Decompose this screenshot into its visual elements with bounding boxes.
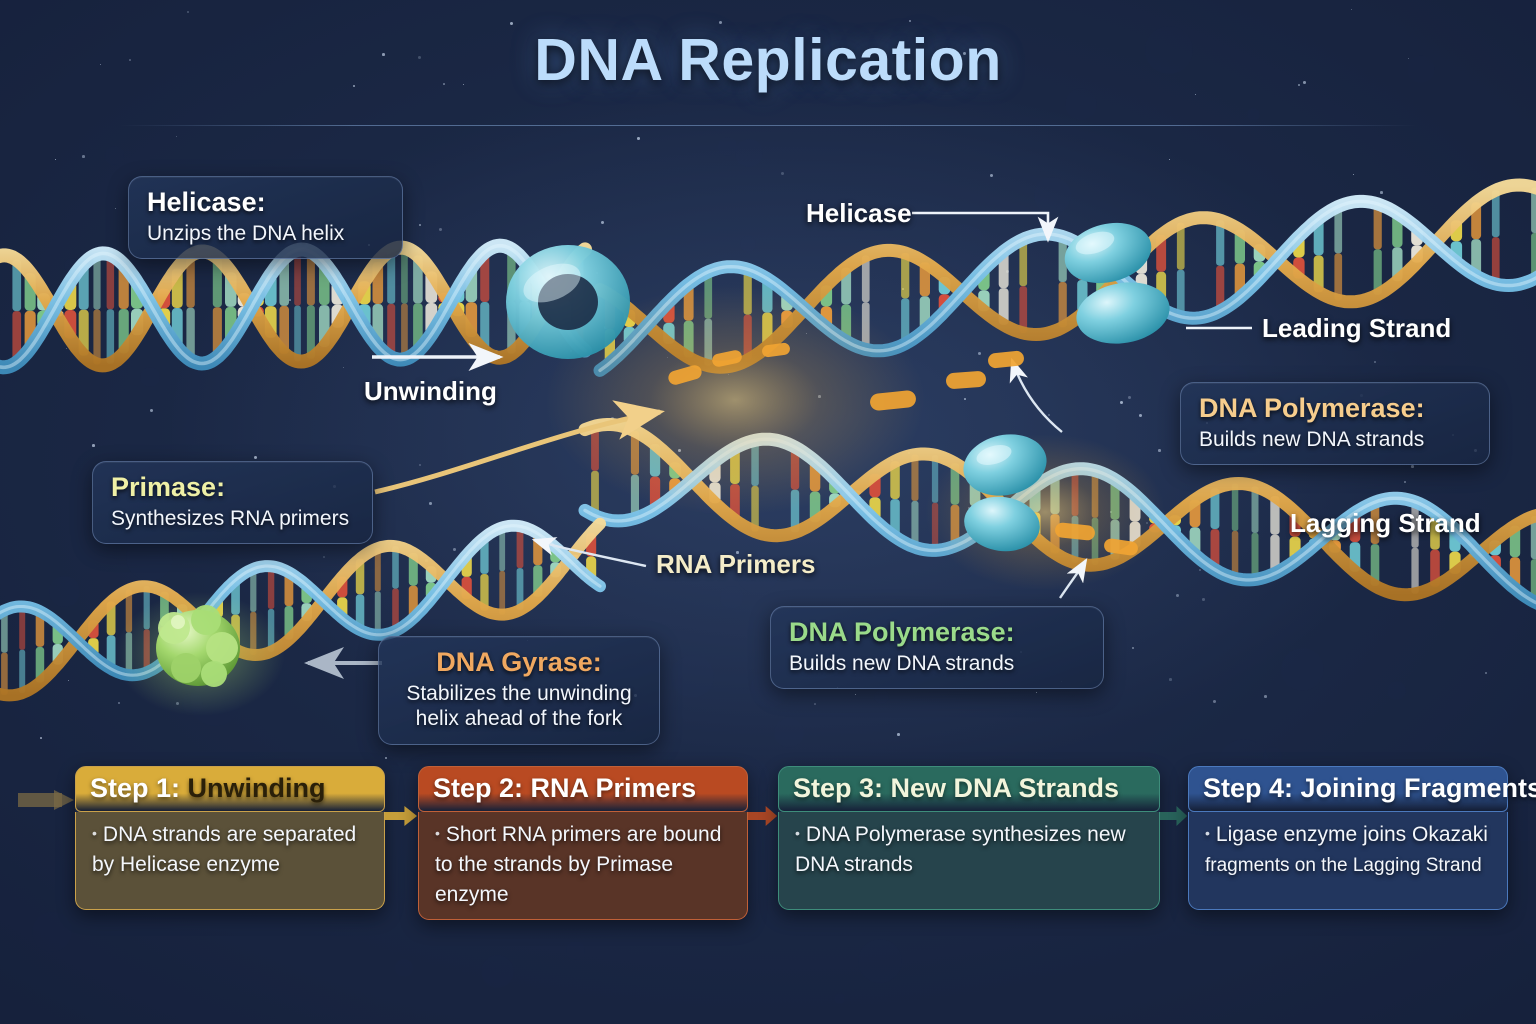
step-4-card-body-line-1: Ligase enzyme joins Okazaki bbox=[1215, 823, 1488, 846]
primase-leader-line bbox=[374, 400, 665, 495]
steps-strip: Step 1: Unwinding•DNA strands are separa… bbox=[0, 766, 1536, 921]
step-4-card[interactable]: Step 4: Joining Fragments • Ligase enzyme … bbox=[1188, 766, 1536, 910]
step-4-card-heading: Step 4: Joining Fragments bbox=[1188, 766, 1536, 812]
step-1-card-heading: Step 1: Unwinding bbox=[75, 766, 385, 812]
page-title-wrap: DNA Replication bbox=[0, 26, 1536, 94]
dna-polymerase-enzyme-leading bbox=[1064, 222, 1170, 344]
step-connector-arrow-3 bbox=[1160, 804, 1188, 828]
label-helicase: Helicase bbox=[806, 198, 912, 228]
helicase-callout-subtitle: Unzips the DNA helix bbox=[147, 221, 345, 245]
steps-entry-arrow bbox=[18, 790, 74, 810]
dna-gyrase-callout: DNA Gyrase: Stabilizes the unwinding heli… bbox=[378, 636, 660, 746]
label-rna-primers: RNA Primers bbox=[656, 549, 816, 579]
label-leading-strand: Leading Strand bbox=[1262, 313, 1452, 343]
step-2-card-body: •Short RNA primers are bound to the stra… bbox=[418, 812, 748, 921]
step-3-card-body-text: DNA Polymerase synthesizes new DNA stran… bbox=[795, 823, 1126, 876]
label-lagging-strand: Lagging Strand bbox=[1290, 508, 1481, 538]
primase-callout-title: Primase: bbox=[111, 472, 226, 502]
dna-polymerase-callout-left-subtitle: Builds new DNA strands bbox=[789, 651, 1015, 675]
helicase-enzyme-ring bbox=[506, 245, 630, 359]
primase-callout: Primase: Synthesizes RNA primers bbox=[92, 461, 373, 545]
step-3-card-heading: Step 3: New DNA Strands bbox=[778, 766, 1160, 812]
polymerase-right-leader-line bbox=[1009, 357, 1063, 433]
step-2-card[interactable]: Step 2: RNA Primers•Short RNA primers ar… bbox=[418, 766, 748, 921]
label-unwinding: Unwinding bbox=[364, 376, 497, 406]
dna-gyrase-enzyme bbox=[115, 592, 285, 716]
rna-primers-leader-line bbox=[531, 537, 647, 568]
helicase-leader-line bbox=[912, 211, 1059, 243]
primase-callout-subtitle: Synthesizes RNA primers bbox=[111, 506, 350, 530]
step-2-card-heading: Step 2: RNA Primers bbox=[418, 766, 748, 812]
step-3-card[interactable]: Step 3: New DNA Strands•DNA Polymerase s… bbox=[778, 766, 1160, 910]
bullet-icon: • bbox=[795, 825, 800, 841]
step-1-card-heading-prefix: Step 1: bbox=[90, 773, 181, 803]
bullet-icon: • bbox=[92, 825, 97, 841]
step-1-card-body-text: DNA strands are separated by Helicase en… bbox=[92, 823, 357, 876]
title-divider bbox=[120, 125, 1416, 126]
step-3-card-body: •DNA Polymerase synthesizes new DNA stra… bbox=[778, 812, 1160, 910]
dna-polymerase-callout-left-title: DNA Polymerase: bbox=[789, 617, 1015, 647]
step-1-card[interactable]: Step 1: Unwinding•DNA strands are separa… bbox=[75, 766, 385, 910]
step-2-card-heading-rest: RNA Primers bbox=[523, 773, 697, 803]
page-title: DNA Replication bbox=[534, 27, 1002, 93]
bullet-icon: • bbox=[1205, 825, 1210, 841]
lagging-strand-leader-line bbox=[1059, 557, 1088, 599]
step-2-card-body-text: Short RNA primers are bound to the stran… bbox=[435, 823, 722, 906]
step-1-card-body: •DNA strands are separated by Helicase e… bbox=[75, 812, 385, 910]
step-4-card-body-line-2: fragments on the Lagging Strand bbox=[1205, 854, 1482, 876]
bullet-icon: • bbox=[435, 825, 440, 841]
step-4-card-body: • Ligase enzyme joins Okazaki fragments on… bbox=[1188, 812, 1508, 910]
dna-gyrase-callout-title: DNA Gyrase: bbox=[436, 647, 602, 677]
step-3-card-heading-rest: New DNA Strands bbox=[883, 773, 1120, 803]
step-connector-arrow-1 bbox=[385, 804, 418, 828]
step-connector-arrow-2 bbox=[748, 804, 778, 828]
dna-polymerase-enzyme-lagging bbox=[963, 434, 1047, 552]
dna-polymerase-callout-right-title: DNA Polymerase: bbox=[1199, 393, 1425, 423]
helicase-callout: Helicase: Unzips the DNA helix bbox=[128, 176, 403, 260]
step-4-card-heading-rest: Joining Fragments bbox=[1293, 773, 1536, 803]
dna-polymerase-callout-right-subtitle: Builds new DNA strands bbox=[1199, 427, 1425, 451]
parent-dna-helix bbox=[0, 238, 592, 375]
helicase-callout-title: Helicase: bbox=[147, 187, 266, 217]
step-2-card-heading-prefix: Step 2: bbox=[433, 773, 524, 803]
dna-gyrase-callout-subtitle: Stabilizes the unwinding helix ahead of … bbox=[406, 681, 632, 731]
okazaki-fragments bbox=[668, 342, 1138, 556]
step-1-card-heading-rest: Unwinding bbox=[180, 773, 326, 803]
step-4-card-heading-prefix: Step 4: bbox=[1203, 773, 1294, 803]
dna-polymerase-callout-left: DNA Polymerase: Builds new DNA strands bbox=[770, 606, 1104, 690]
dna-polymerase-callout-right: DNA Polymerase: Builds new DNA strands bbox=[1180, 382, 1490, 466]
step-3-card-heading-prefix: Step 3: bbox=[793, 773, 884, 803]
